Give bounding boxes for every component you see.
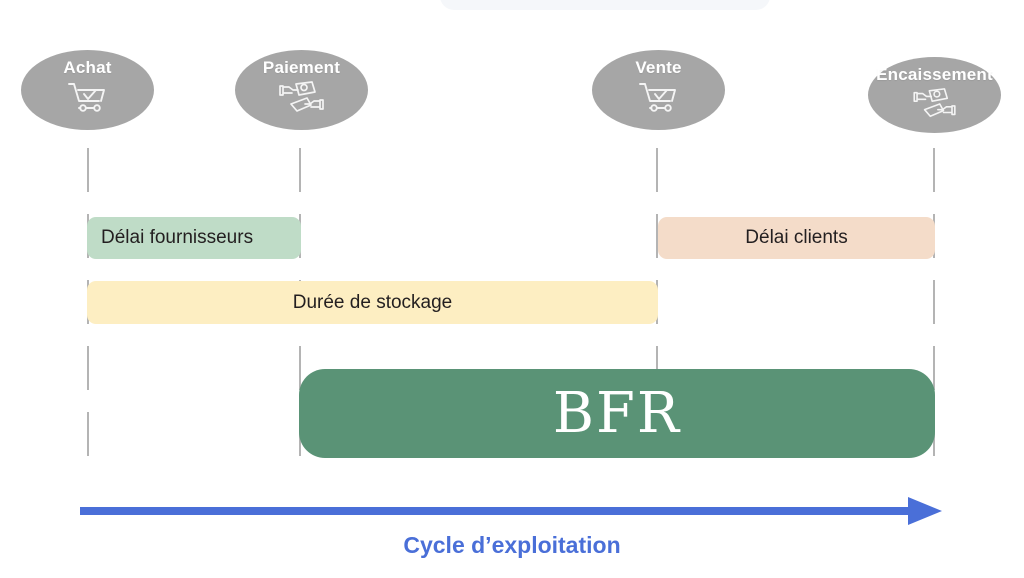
bar-label-delai-fournisseurs: Délai fournisseurs	[101, 227, 254, 248]
hands-exchanging-money-icon	[276, 80, 328, 121]
milestone-label-achat: Achat	[63, 58, 112, 77]
bar-label-delai-clients: Délai clients	[745, 227, 848, 248]
cycle-caption: Cycle d’exploitation	[403, 532, 621, 558]
milestone-node-vente[interactable]: Vente	[592, 50, 725, 130]
milestone-node-paiement[interactable]: Paiement	[235, 50, 368, 130]
shopping-cart-check-icon	[65, 80, 111, 119]
shopping-cart-check-icon	[636, 80, 682, 119]
bar-label-duree-de-stockage: Durée de stockage	[292, 291, 453, 313]
bfr-block[interactable]: BFR	[299, 369, 935, 458]
top-decorative-panel	[440, 0, 770, 10]
bar-delai-fournisseurs[interactable]: Délai fournisseurs	[87, 217, 301, 259]
bar-delai-clients[interactable]: Délai clients	[658, 217, 935, 259]
bar-duree-de-stockage[interactable]: Durée de stockage	[87, 281, 658, 324]
milestone-node-encaissement[interactable]: Encaissement	[868, 57, 1001, 133]
hands-exchanging-money-icon	[910, 87, 960, 126]
milestone-label-vente: Vente	[635, 58, 682, 77]
milestone-node-achat[interactable]: Achat	[21, 50, 154, 130]
cycle-arrow	[80, 494, 942, 528]
milestone-label-encaissement: Encaissement	[876, 65, 993, 84]
milestone-label-paiement: Paiement	[262, 58, 341, 77]
guide-line-encaissement	[933, 148, 935, 470]
bfr-label: BFR	[552, 380, 682, 446]
